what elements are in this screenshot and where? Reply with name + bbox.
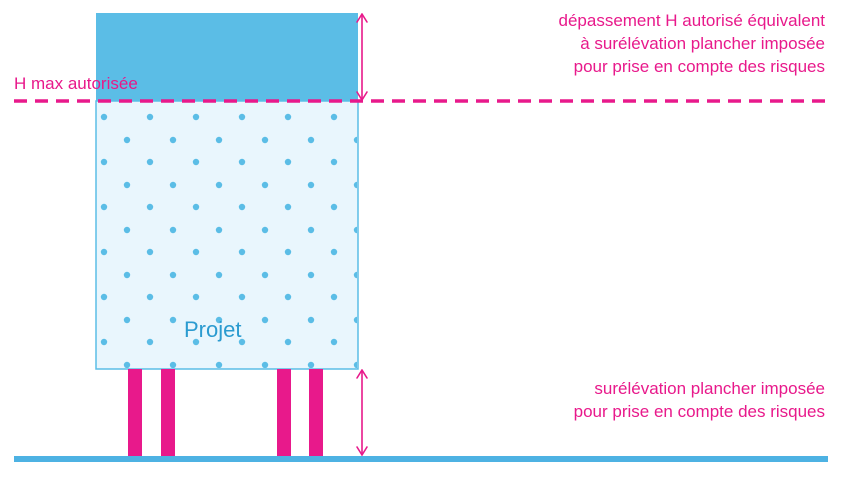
overheight-note-line: pour prise en compte des risques xyxy=(573,57,825,76)
pillar xyxy=(161,369,175,459)
h-max-label: H max autorisée xyxy=(14,74,138,93)
raised-floor-note-line: surélévation plancher imposée xyxy=(594,379,825,398)
overheight-dimension-arrow xyxy=(356,13,368,101)
overheight-block xyxy=(96,13,358,101)
raised-floor-note-line: pour prise en compte des risques xyxy=(573,402,825,421)
pillar xyxy=(309,369,323,459)
project-dot-pattern xyxy=(97,102,357,368)
overheight-note: dépassement H autorisé équivalent à suré… xyxy=(559,9,826,78)
pillar xyxy=(277,369,291,459)
raised-floor-note: surélévation plancher imposée pour prise… xyxy=(574,377,825,423)
overheight-note-line: dépassement H autorisé équivalent xyxy=(558,11,826,30)
projet-label: Projet xyxy=(184,317,242,342)
overheight-note-line: à surélévation plancher imposée xyxy=(580,34,825,53)
pillar xyxy=(128,369,142,459)
raised-floor-dimension-arrow xyxy=(356,369,368,456)
ground-line xyxy=(14,456,828,462)
